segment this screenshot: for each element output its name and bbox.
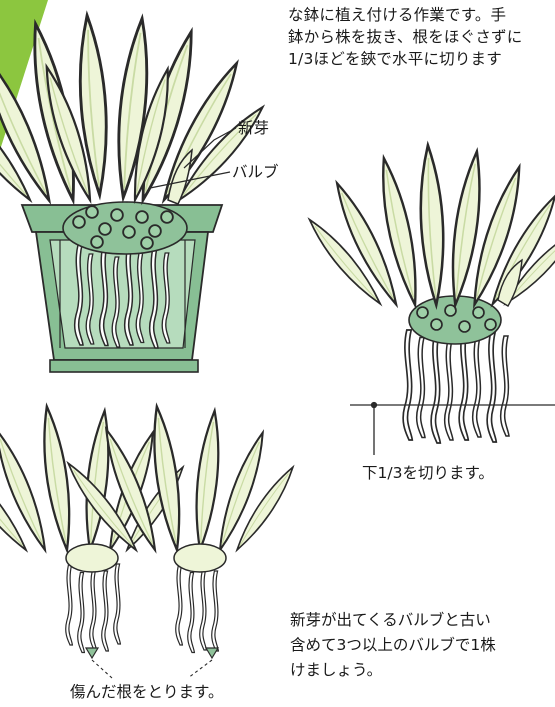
damaged-root-leaders xyxy=(91,659,213,679)
unpotted-plant-figure xyxy=(302,143,555,444)
bottom-line-3: けましょう。 xyxy=(290,661,383,679)
intro-line-3: 1/3ほどを鋏で水平に切ります xyxy=(288,50,502,68)
bulb-label: バルブ xyxy=(232,163,279,181)
cut-line xyxy=(350,401,555,455)
divided-plants-figure xyxy=(0,403,300,660)
new-shoot-label: 新芽 xyxy=(238,119,270,137)
intro-line-2: 鉢から株を抜き、根をほぐさずに xyxy=(288,28,523,46)
remove-roots-label: 傷んだ根をとります。 xyxy=(70,683,224,701)
label-leaders xyxy=(149,127,237,189)
potted-plant-figure xyxy=(0,13,271,373)
division-instruction-text: 新芽が出てくるバルブと古い 含めて3つ以上のバルブで1株 けましょう。 xyxy=(290,608,496,683)
intro-line-1: な鉢に植え付ける作業です。手 xyxy=(288,6,507,24)
bottom-line-2: 含めて3つ以上のバルブで1株 xyxy=(290,636,496,654)
cut-bottom-label: 下1/3を切ります。 xyxy=(362,464,494,482)
intro-text: な鉢に植え付ける作業です。手 鉢から株を抜き、根をほぐさずに 1/3ほどを鋏で水… xyxy=(288,4,522,70)
bottom-line-1: 新芽が出てくるバルブと古い xyxy=(290,611,491,629)
